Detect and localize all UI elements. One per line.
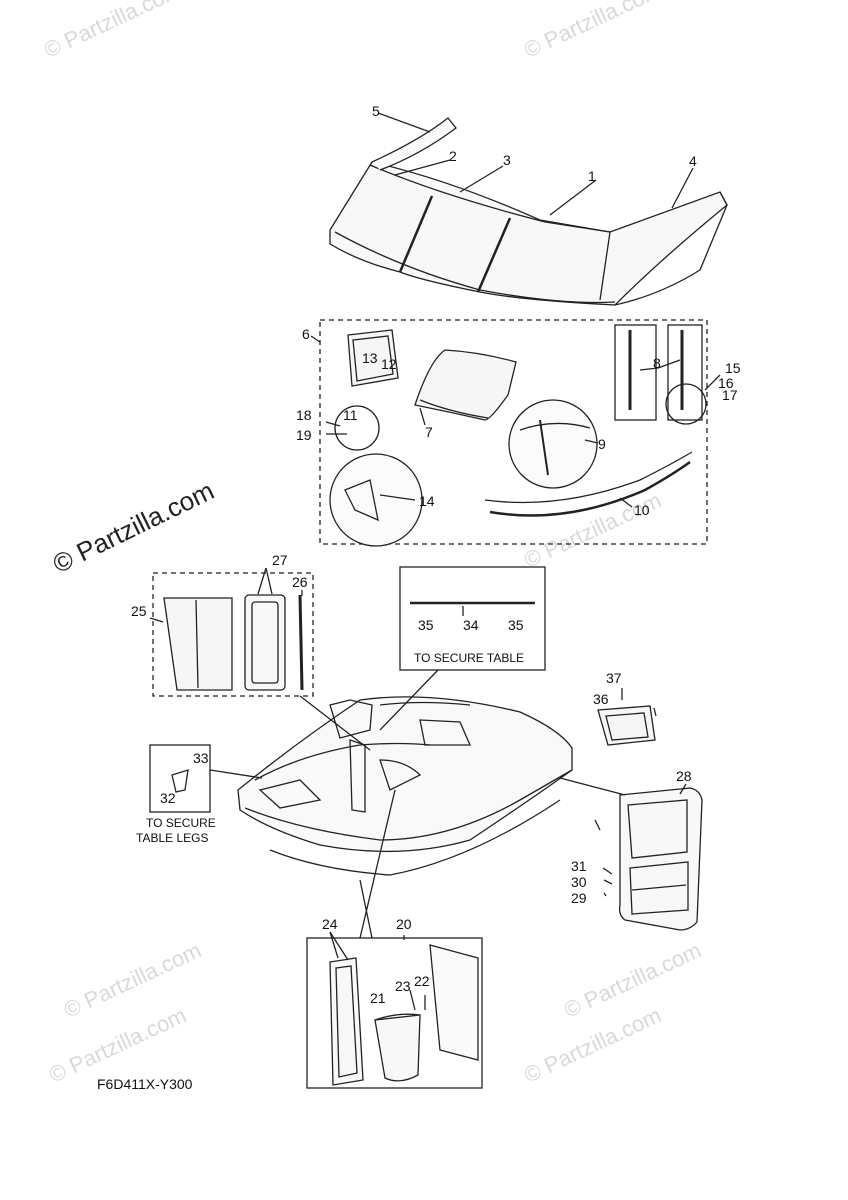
table-leg-box (149, 744, 211, 813)
callout-37: 37 (606, 670, 622, 686)
callout-21: 21 (370, 990, 386, 1006)
callout-labels: 5 2 3 1 4 6 13 12 8 15 16 17 18 11 19 7 … (131, 103, 741, 1006)
callout-22: 22 (414, 973, 430, 989)
windshield-kit-box (319, 319, 708, 545)
console-door (618, 787, 703, 931)
callout-29: 29 (571, 890, 587, 906)
caption-secure-table-legs-1: TO SECURE (146, 816, 216, 830)
callout-18: 18 (296, 407, 312, 423)
callout-35-left: 35 (418, 617, 434, 633)
callout-2: 2 (449, 148, 457, 164)
caption-secure-table: TO SECURE TABLE (414, 651, 524, 665)
callout-25: 25 (131, 603, 147, 619)
callout-3: 3 (503, 152, 511, 168)
trash-bin-box (306, 937, 483, 1089)
callout-9: 9 (598, 436, 606, 452)
callout-31: 31 (571, 858, 587, 874)
callout-36: 36 (593, 691, 609, 707)
callout-5: 5 (372, 103, 380, 119)
windshield (414, 349, 517, 421)
detail-circle-9 (508, 399, 598, 489)
detail-circle-14 (329, 453, 423, 547)
callout-12: 12 (381, 356, 397, 372)
table-strap-box (399, 566, 546, 671)
callout-23: 23 (395, 978, 411, 994)
callout-19: 19 (296, 427, 312, 443)
callout-1: 1 (588, 168, 596, 184)
callout-34: 34 (463, 617, 479, 633)
callout-13: 13 (362, 350, 378, 366)
callout-30: 30 (571, 874, 587, 890)
callout-28: 28 (676, 768, 692, 784)
callout-20: 20 (396, 916, 412, 932)
callout-16: 16 (718, 375, 734, 391)
boat-hull (237, 696, 573, 876)
caption-secure-table-legs-2: TABLE LEGS (136, 831, 208, 845)
callout-6: 6 (302, 326, 310, 342)
callout-10: 10 (634, 502, 650, 518)
callout-24: 24 (322, 916, 338, 932)
callout-32: 32 (160, 790, 176, 806)
callout-8: 8 (653, 355, 661, 371)
storage-door-box (152, 572, 314, 697)
callout-26: 26 (292, 574, 308, 590)
callout-27: 27 (272, 552, 288, 568)
bimini-top-assembly (329, 112, 728, 306)
callout-15: 15 (725, 360, 741, 376)
callout-35-right: 35 (508, 617, 524, 633)
callout-17: 17 (722, 387, 738, 403)
callout-33: 33 (193, 750, 209, 766)
callout-11: 11 (343, 407, 358, 423)
diagram-code: F6D411X-Y300 (97, 1076, 193, 1092)
callout-4: 4 (689, 153, 697, 169)
callout-14: 14 (419, 493, 435, 509)
callout-7: 7 (425, 424, 433, 440)
